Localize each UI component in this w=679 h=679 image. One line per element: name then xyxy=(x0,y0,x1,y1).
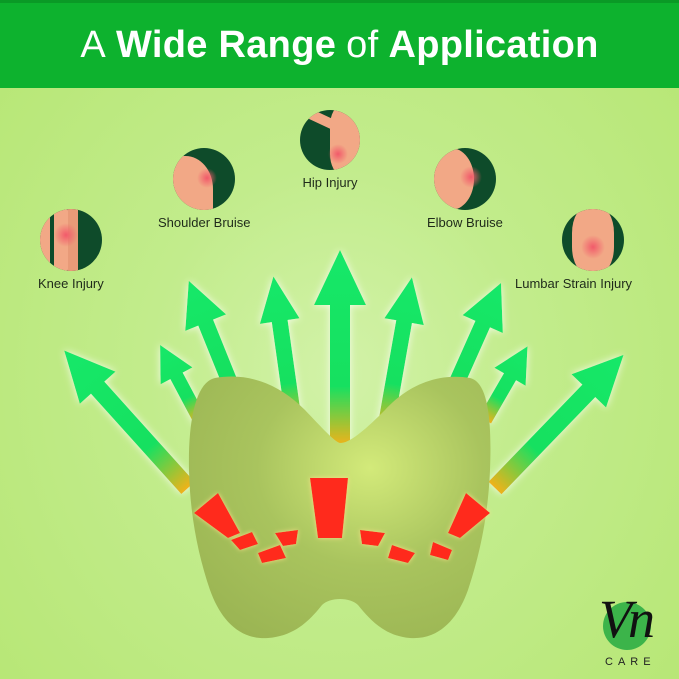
title-word-wide-range: Wide Range xyxy=(116,24,337,66)
lumbar-strain-icon xyxy=(562,209,625,271)
injury-knee: Knee Injury xyxy=(38,209,104,291)
knee-injury-icon xyxy=(39,209,102,271)
injury-label: Elbow Bruise xyxy=(427,215,503,230)
brand-logo: Vn CARE xyxy=(593,582,663,672)
heat-marks xyxy=(194,478,490,563)
logo-mark: Vn xyxy=(599,589,655,649)
shoulder-bruise-icon xyxy=(173,148,236,210)
injury-shoulder: Shoulder Bruise xyxy=(158,148,251,230)
elbow-bruise-icon xyxy=(433,148,496,210)
injury-label: Knee Injury xyxy=(38,276,104,291)
injury-label: Shoulder Bruise xyxy=(158,215,251,230)
title-word-application: Application xyxy=(388,24,599,66)
logo-subtext: CARE xyxy=(605,656,656,668)
hip-injury-icon xyxy=(300,110,360,170)
injury-hip: Hip Injury xyxy=(300,110,360,190)
logo-circle xyxy=(603,602,651,650)
injury-lumbar: Lumbar Strain Injury xyxy=(515,209,632,291)
injury-label: Lumbar Strain Injury xyxy=(515,276,633,291)
arrows-group xyxy=(64,250,624,495)
injury-elbow: Elbow Bruise xyxy=(427,148,503,230)
injury-label: Hip Injury xyxy=(302,175,358,190)
title-word-a: A xyxy=(80,24,107,66)
title-banner: A Wide Range of Application xyxy=(0,0,679,88)
title-word-of: of xyxy=(346,24,379,66)
